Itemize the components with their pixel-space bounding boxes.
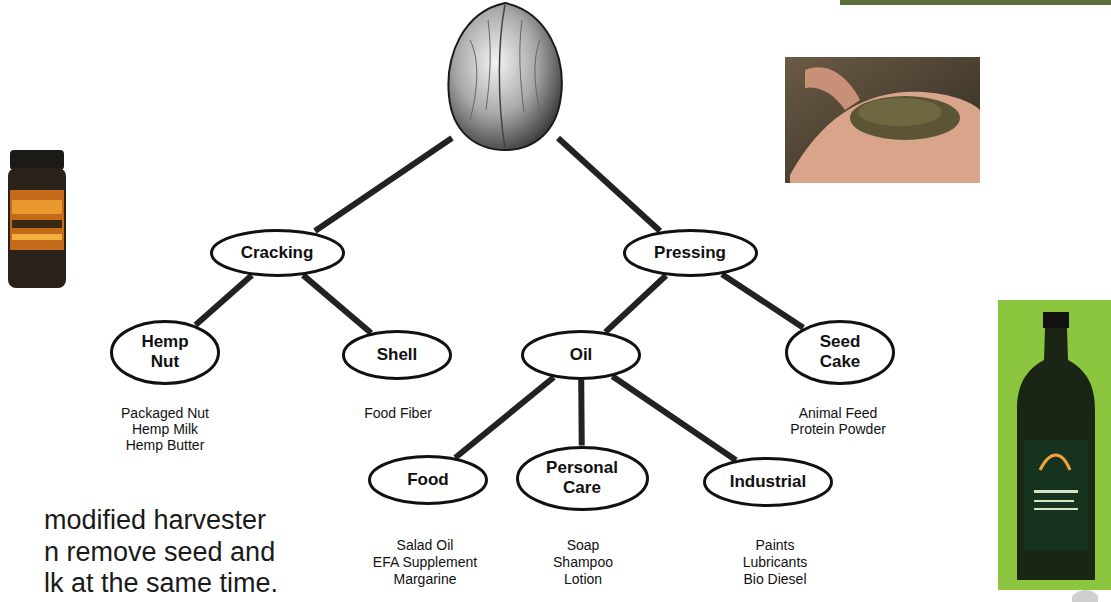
node-text: Shell (377, 345, 418, 365)
node-label: Hemp Nut (134, 332, 196, 371)
product-item: Protein Powder (790, 421, 886, 437)
product-item: EFA Supplement (373, 554, 477, 570)
branch-connector (303, 275, 371, 333)
branch-connector (612, 376, 736, 460)
caption-text: n remove seed and (44, 537, 275, 568)
branch-connector (578, 380, 585, 446)
process-ellipse: Hemp Nut (110, 320, 220, 385)
branch-connector (196, 275, 252, 325)
node-label: Pressing (654, 243, 726, 263)
process-ellipse: Cracking (210, 229, 345, 277)
node-text: Industrial (730, 472, 807, 492)
process-ellipse: Shell (342, 330, 452, 380)
node-label: Seed Cake (809, 332, 871, 371)
caption-text: lk at the same time. (44, 568, 278, 599)
product-item: Paints (756, 537, 795, 553)
node-text: Personal Care (541, 458, 623, 497)
hemp-butter-jar-photo (8, 150, 66, 288)
product-item: Bio Diesel (743, 571, 806, 587)
hemp-oil-bottle-photo (998, 300, 1111, 590)
product-item: Salad Oil (397, 537, 454, 553)
node-label: Food (407, 470, 449, 490)
process-ellipse: Pressing (623, 229, 758, 277)
node-label: Personal Care (541, 458, 623, 497)
node-text: Cracking (241, 243, 314, 263)
process-ellipse: Food (368, 455, 488, 505)
photo-strip (840, 0, 1111, 5)
product-item: Soap (567, 537, 600, 553)
node-text: Pressing (654, 243, 726, 263)
node-label: Industrial (730, 472, 807, 492)
seed-illustration (448, 3, 561, 150)
branch-connector (722, 274, 803, 328)
branch-connector (605, 275, 666, 332)
node-text: Food (407, 470, 449, 490)
seed-branch-lines (315, 138, 660, 231)
node-text: Hemp Nut (134, 332, 196, 371)
product-item: Hemp Butter (126, 437, 205, 453)
corner-fragment (1072, 590, 1098, 602)
node-label: Oil (570, 345, 593, 365)
product-item: Lubricants (743, 554, 808, 570)
node-label: Cracking (241, 243, 314, 263)
process-ellipse: Personal Care (516, 446, 649, 511)
branch-connector (455, 377, 553, 457)
process-ellipse: Industrial (703, 457, 833, 507)
product-item: Animal Feed (799, 405, 878, 421)
node-text: Oil (570, 345, 593, 365)
node-label: Shell (377, 345, 418, 365)
node-text: Seed Cake (809, 332, 871, 371)
hand-with-seeds-photo (785, 57, 980, 183)
product-item: Shampoo (553, 554, 613, 570)
product-item: Lotion (564, 571, 602, 587)
caption-text: modified harvester (44, 505, 266, 536)
process-ellipse: Oil (521, 330, 641, 380)
product-item: Hemp Milk (132, 421, 198, 437)
product-item: Food Fiber (364, 405, 432, 421)
process-ellipse: Seed Cake (785, 320, 895, 385)
product-item: Margarine (393, 571, 456, 587)
product-item: Packaged Nut (121, 405, 209, 421)
